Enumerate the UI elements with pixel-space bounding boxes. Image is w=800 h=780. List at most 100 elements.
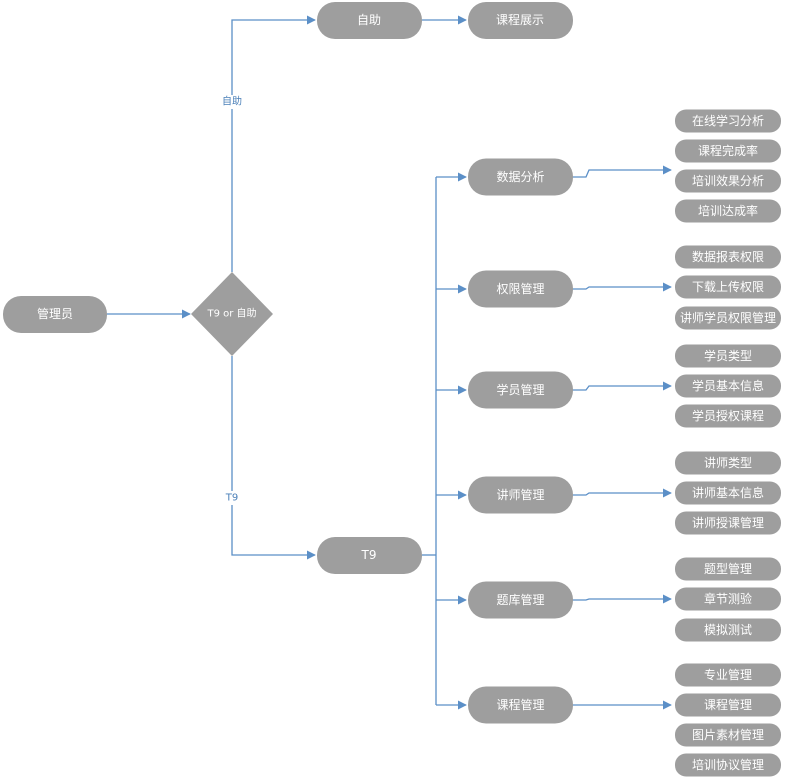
leaf-node: 模拟测试 <box>675 618 781 642</box>
leaf-node: 图片素材管理 <box>675 723 781 747</box>
branch-node: 讲师管理 <box>468 476 573 514</box>
edge-branch-to-leaves <box>573 594 672 604</box>
node-self-service-label: 自助 <box>357 13 381 27</box>
branch-node-shape <box>468 270 573 308</box>
leaf-node-label: 讲师类型 <box>704 455 752 470</box>
edge-branch-to-leaves <box>573 488 672 498</box>
branch-node: 课程管理 <box>468 686 573 724</box>
leaf-node: 讲师类型 <box>675 451 781 475</box>
leaf-node-shape <box>675 199 781 223</box>
edge-branch-to-leaves <box>573 381 672 391</box>
leaf-node-label: 章节测验 <box>704 591 752 606</box>
branch-node-label: 学员管理 <box>496 382 544 397</box>
leaf-node-label: 学员类型 <box>704 348 752 363</box>
leaf-node-shape <box>675 275 781 299</box>
branch-node-shape <box>468 158 573 196</box>
branch-node-label: 题库管理 <box>496 592 544 607</box>
node-admin-label: 管理员 <box>37 306 73 321</box>
branch-node-shape <box>468 581 573 619</box>
leaf-node: 培训达成率 <box>675 199 781 223</box>
edge-label-t9: T9 <box>225 493 238 504</box>
leaf-node-shape <box>675 663 781 687</box>
node-decision-label: T9 or 自助 <box>206 307 256 320</box>
leaf-node-label: 在线学习分析 <box>692 113 764 128</box>
leaf-node: 讲师基本信息 <box>675 481 781 505</box>
leaf-node-shape <box>675 109 781 133</box>
node-admin: 管理员 <box>3 296 107 333</box>
branch-node-shape <box>468 686 573 724</box>
branch-node-label: 权限管理 <box>496 281 544 296</box>
node-self-service: 自助 <box>317 2 422 39</box>
leaf-node-label: 题型管理 <box>704 561 752 576</box>
leaf-node-label: 数据报表权限 <box>692 249 764 264</box>
leaf-node-shape <box>675 306 781 330</box>
leaf-node-label: 学员基本信息 <box>692 378 764 393</box>
leaf-node: 章节测验 <box>675 587 781 611</box>
leaf-node-shape <box>675 618 781 642</box>
branch-node-label: 数据分析 <box>496 169 544 184</box>
leaf-node-shape <box>675 693 781 717</box>
branch-node-label: 课程管理 <box>496 697 544 712</box>
leaf-node-label: 专业管理 <box>704 667 752 682</box>
leaf-node: 课程完成率 <box>675 139 781 163</box>
edge-branch-to-leaves <box>573 165 672 178</box>
leaf-node-shape <box>675 139 781 163</box>
edge-branch-to-leaves <box>573 282 672 292</box>
leaf-node-shape <box>675 511 781 535</box>
leaf-node: 专业管理 <box>675 663 781 687</box>
leaf-node: 课程管理 <box>675 693 781 717</box>
leaf-node: 下载上传权限 <box>675 275 781 299</box>
leaf-node-shape <box>675 374 781 398</box>
node-t9-label: T9 <box>361 548 377 562</box>
branch-node-shape <box>468 371 573 409</box>
leaf-node-shape <box>675 481 781 505</box>
edge-label-bg <box>222 491 242 505</box>
leaf-node-label: 培训协议管理 <box>692 757 764 772</box>
leaf-node-shape <box>675 723 781 747</box>
edge-label-bg <box>219 95 245 109</box>
leaf-node-shape <box>675 753 781 777</box>
leaf-node-label: 讲师基本信息 <box>692 485 764 500</box>
leaf-node: 数据报表权限 <box>675 245 781 269</box>
leaf-node-label: 课程管理 <box>704 697 752 712</box>
static-edges <box>107 15 467 560</box>
leaf-node-label: 讲师授课管理 <box>692 515 764 530</box>
leaf-node-label: 讲师学员权限管理 <box>680 310 776 325</box>
leaf-node-shape <box>675 245 781 269</box>
leaf-node-label: 学员授权课程 <box>692 408 764 423</box>
node-t9: T9 <box>317 537 422 574</box>
branch-node: 权限管理 <box>468 270 573 308</box>
branch-node: 题库管理 <box>468 581 573 619</box>
branch-node-shape <box>468 476 573 514</box>
branch-node: 学员管理 <box>468 371 573 409</box>
leaf-node-shape <box>675 344 781 368</box>
branch-node-label: 讲师管理 <box>496 487 544 502</box>
node-course-display-label: 课程展示 <box>496 12 544 27</box>
leaf-node-label: 培训效果分析 <box>692 173 764 188</box>
node-decision: T9 or 自助 <box>191 272 273 356</box>
leaf-node: 在线学习分析 <box>675 109 781 133</box>
branch-node: 数据分析 <box>468 158 573 196</box>
leaf-node-label: 图片素材管理 <box>692 727 764 742</box>
leaf-node-shape <box>675 169 781 193</box>
leaf-node-shape <box>675 557 781 581</box>
leaf-node: 培训协议管理 <box>675 753 781 777</box>
edge-decision-to-self-service <box>231 15 316 272</box>
edge-decision-to-t9 <box>231 356 316 560</box>
leaf-node-label: 模拟测试 <box>704 622 752 637</box>
node-course-display: 课程展示 <box>468 2 573 39</box>
leaf-node-label: 课程完成率 <box>698 143 758 158</box>
leaf-node: 讲师授课管理 <box>675 511 781 535</box>
leaf-node: 学员类型 <box>675 344 781 368</box>
leaf-node: 学员授权课程 <box>675 404 781 428</box>
leaf-node: 讲师学员权限管理 <box>675 306 781 330</box>
leaf-node-shape <box>675 404 781 428</box>
leaf-node-shape <box>675 587 781 611</box>
edge-label-self-service: 自助 <box>222 95 242 108</box>
leaf-node: 培训效果分析 <box>675 169 781 193</box>
leaf-node-shape <box>675 451 781 475</box>
leaf-node: 题型管理 <box>675 557 781 581</box>
leaf-node-label: 培训达成率 <box>698 203 758 218</box>
